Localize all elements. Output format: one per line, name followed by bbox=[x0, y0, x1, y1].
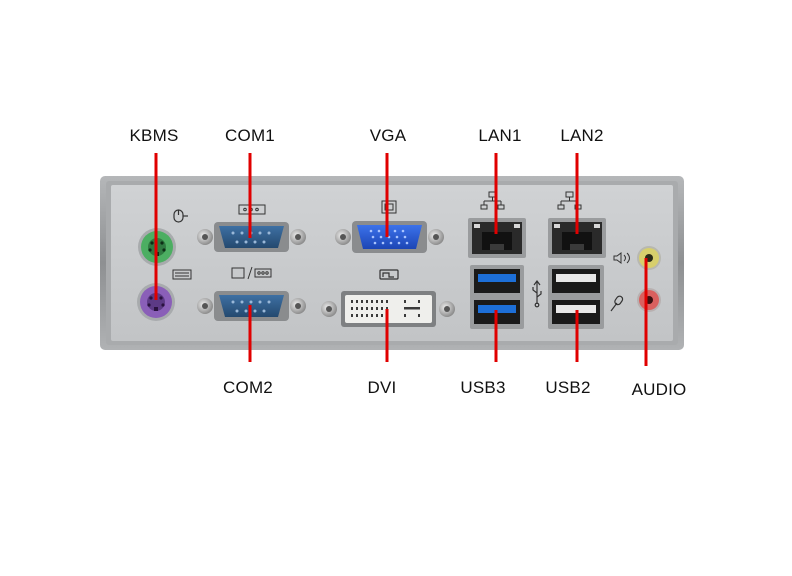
audio-line-out-jack bbox=[637, 246, 661, 270]
usb2-ports bbox=[548, 265, 604, 329]
label-usb2: USB2 bbox=[545, 378, 591, 397]
label-usb3: USB3 bbox=[460, 378, 506, 397]
mouse-icon bbox=[173, 209, 188, 223]
usb-icon bbox=[532, 280, 542, 308]
label-lan1: LAN1 bbox=[478, 126, 522, 145]
label-lan2: LAN2 bbox=[560, 126, 604, 145]
vga-port bbox=[335, 221, 444, 253]
speaker-icon bbox=[613, 252, 630, 264]
display-serial-icon bbox=[231, 266, 272, 280]
audio-mic-jack bbox=[637, 288, 661, 312]
com1-serial-port bbox=[197, 222, 306, 252]
label-vga: VGA bbox=[369, 126, 407, 145]
label-com2: COM2 bbox=[223, 378, 273, 397]
ps2-keyboard-port bbox=[137, 283, 175, 321]
dvi-icon bbox=[379, 269, 399, 280]
display-icon bbox=[381, 200, 397, 214]
lan1-port bbox=[468, 218, 526, 258]
microphone-icon bbox=[610, 295, 624, 312]
leader-lines bbox=[154, 153, 648, 366]
label-kbms: KBMS bbox=[129, 126, 179, 145]
keyboard-icon bbox=[172, 269, 192, 280]
label-com1: COM1 bbox=[225, 126, 275, 145]
network-icon bbox=[480, 191, 505, 210]
label-dvi: DVI bbox=[367, 378, 397, 397]
label-audio: AUDIO bbox=[631, 380, 687, 399]
